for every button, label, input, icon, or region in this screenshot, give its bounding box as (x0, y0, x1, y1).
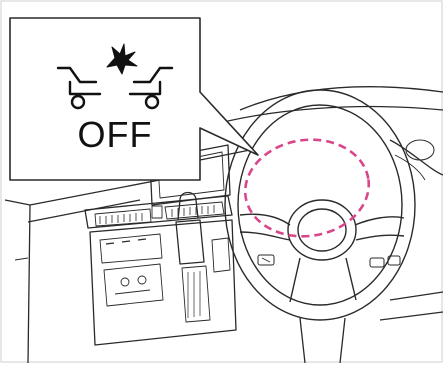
off-label: OFF (60, 117, 170, 153)
